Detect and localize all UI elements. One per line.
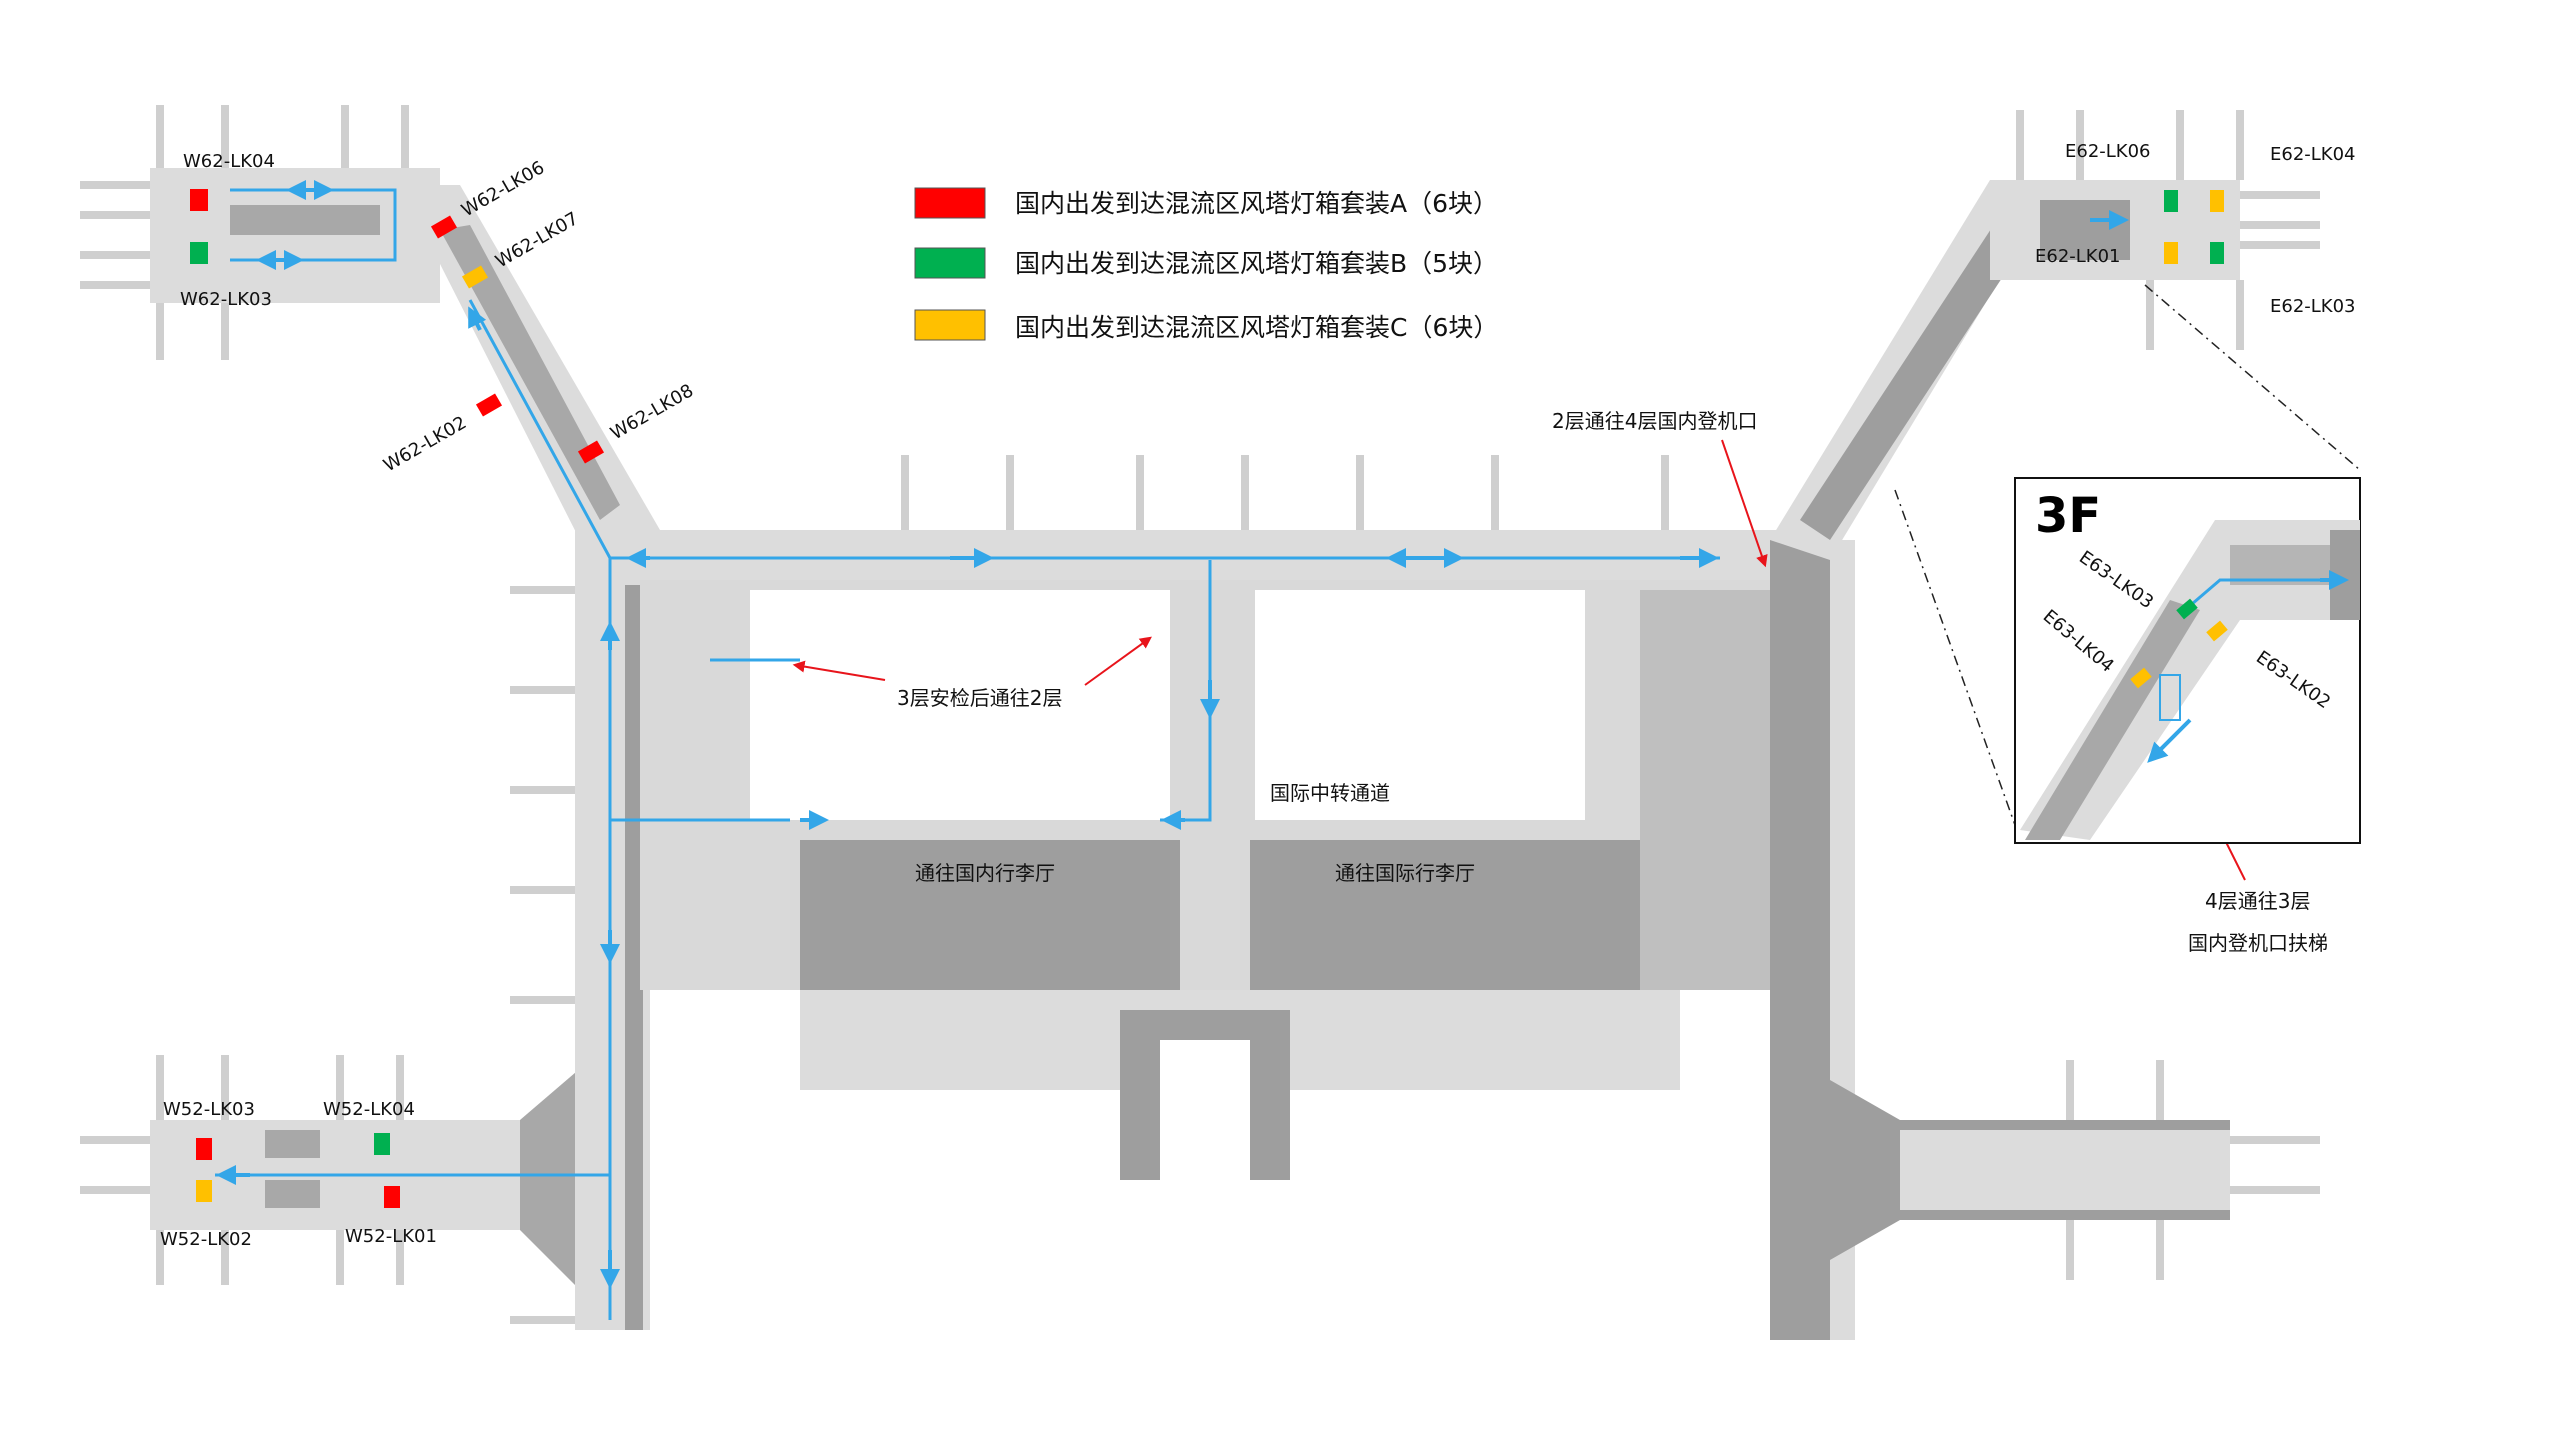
label-w62-lk02: W62-LK02 <box>380 412 470 476</box>
marker-w52-lk02 <box>196 1180 212 1202</box>
pier-e62 <box>1770 110 2320 560</box>
label-w52-lk01: W52-LK01 <box>345 1226 437 1247</box>
marker-w62-lk08 <box>577 440 605 464</box>
legend-label-c: 国内出发到达混流区风塔灯箱套装C（6块） <box>1015 313 1498 342</box>
annotation-domestic-baggage: 通往国内行李厅 <box>915 861 1055 885</box>
annotation-intl-baggage: 通往国际行李厅 <box>1335 861 1475 885</box>
label-w52-lk02: W52-LK02 <box>160 1229 252 1250</box>
sign-markers <box>190 189 2228 1208</box>
label-w62-lk03: W62-LK03 <box>180 289 272 310</box>
label-e62-lk04: E62-LK04 <box>2270 144 2356 165</box>
marker-e62-lk06 <box>2164 190 2178 212</box>
marker-w62-lk07 <box>461 265 489 289</box>
marker-w52-lk04 <box>374 1133 390 1155</box>
annotation-to-domestic-gate: 2层通往4层国内登机口 <box>1552 409 1757 433</box>
marker-w62-lk02 <box>475 393 503 417</box>
pier-east-lower <box>1830 1060 2320 1280</box>
label-e62-lk03: E62-LK03 <box>2270 296 2356 317</box>
marker-e62-lk03 <box>2210 242 2224 264</box>
legend-swatch-b <box>914 247 986 279</box>
legend-swatch-c <box>914 309 986 341</box>
marker-e62-lk04 <box>2210 190 2224 212</box>
annotation-after-security: 3层安检后通往2层 <box>897 686 1062 710</box>
label-w62-lk08: W62-LK08 <box>607 380 697 444</box>
marker-e63-lk04 <box>2130 667 2152 689</box>
marker-w62-lk03 <box>190 242 208 264</box>
marker-e63-lk03 <box>2176 598 2198 620</box>
marker-e63-lk02 <box>2206 620 2228 642</box>
route-paths <box>215 188 1720 1320</box>
east-concourse <box>1770 540 1830 1340</box>
route-arrowheads <box>216 180 2129 1289</box>
label-w62-lk06: W62-LK06 <box>458 157 548 221</box>
area-annotations: 2层通往4层国内登机口 3层安检后通往2层 国际中转通道 通往国内行李厅 通往国… <box>897 409 2328 955</box>
label-w62-lk04: W62-LK04 <box>183 151 275 172</box>
marker-w52-lk01 <box>384 1186 400 1208</box>
label-e62-lk01: E62-LK01 <box>2035 246 2121 267</box>
label-e62-lk06: E62-LK06 <box>2065 141 2151 162</box>
floor-plan <box>80 105 2320 1340</box>
marker-w52-lk03 <box>196 1138 212 1160</box>
legend: 国内出发到达混流区风塔灯箱套装A（6块） 国内出发到达混流区风塔灯箱套装B（5块… <box>914 187 1498 342</box>
legend-swatch-a <box>914 187 986 219</box>
marker-e62-lk01 <box>2164 242 2178 264</box>
legend-label-b: 国内出发到达混流区风塔灯箱套装B（5块） <box>1015 249 1498 278</box>
annotation-escalator-line2: 国内登机口扶梯 <box>2188 931 2328 955</box>
label-w52-lk03: W52-LK03 <box>163 1099 255 1120</box>
label-w62-lk07: W62-LK07 <box>492 208 582 272</box>
marker-w62-lk04 <box>190 189 208 211</box>
annotation-escalator-line1: 4层通往3层 <box>2205 889 2310 913</box>
annotation-intl-transfer: 国际中转通道 <box>1270 781 1390 805</box>
marker-w62-lk06 <box>430 215 458 239</box>
inset-connectors <box>1894 284 2361 826</box>
pier-w52 <box>80 1055 610 1300</box>
label-w52-lk04: W52-LK04 <box>323 1099 415 1120</box>
inset-title: 3F <box>2035 488 2101 544</box>
legend-label-a: 国内出发到达混流区风塔灯箱套装A（6块） <box>1015 189 1498 218</box>
inset-3f: 3F <box>2014 477 2361 844</box>
